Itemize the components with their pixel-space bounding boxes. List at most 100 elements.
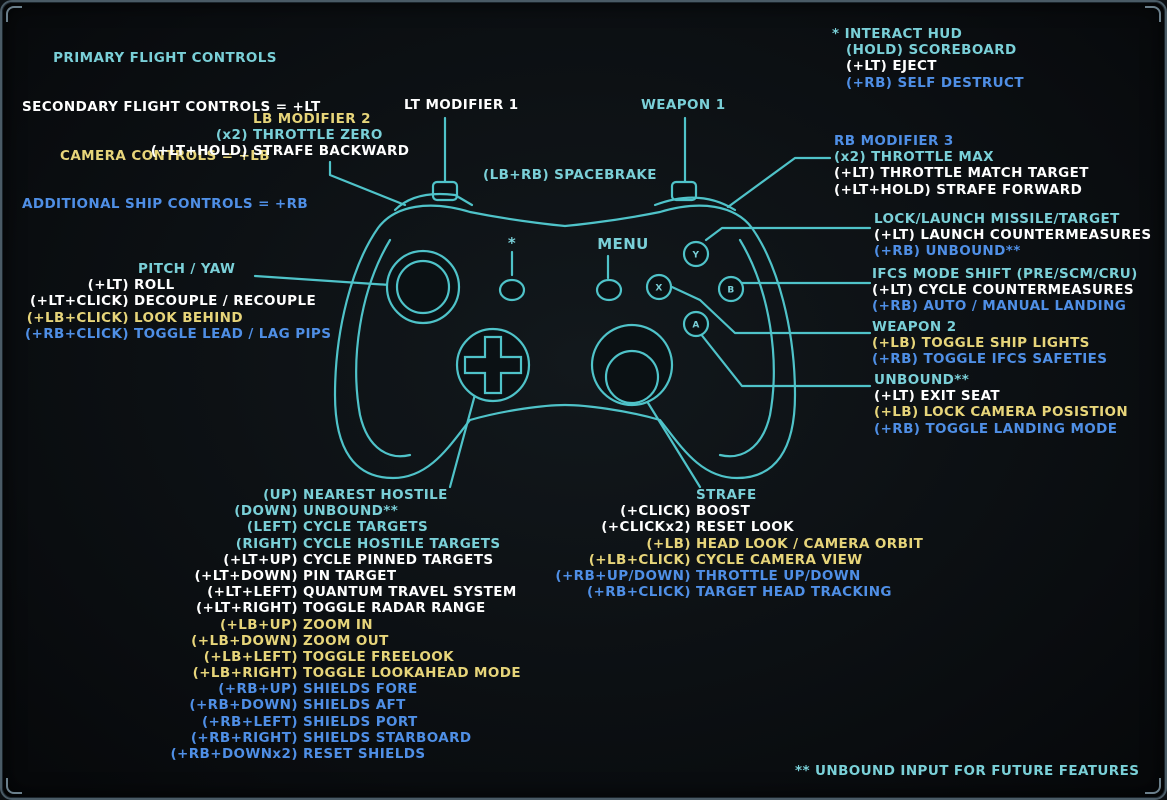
- b-button-line: IFCS MODE SHIFT (PRE/SCM/CRU): [872, 266, 1138, 282]
- a-button-line: (+LT) EXIT SEAT: [874, 388, 1128, 404]
- binding-action: BOOST: [696, 503, 751, 520]
- binding-modifier: (x2): [834, 149, 872, 166]
- rb-line: RB MODIFIER 3: [834, 133, 1089, 149]
- binding-action: PIN TARGET: [303, 567, 397, 584]
- binding-modifier: (+LT): [834, 165, 881, 182]
- binding-modifier: (+LT): [872, 282, 919, 299]
- dpad-line: (+RB+DOWN) SHIELDS AFT: [150, 697, 520, 713]
- frame-corner-bottom-right: [1145, 778, 1161, 794]
- binding-modifier: (+RB+UP/DOWN): [555, 567, 696, 584]
- binding-modifier: (HOLD): [846, 42, 909, 59]
- lt-trigger: [431, 180, 459, 202]
- rb-modifier-block: RB MODIFIER 3(x2) THROTTLE MAX(+LT) THRO…: [834, 133, 1089, 198]
- binding-modifier: (+LB+CLICK): [588, 551, 696, 568]
- right-stick-block: STRAFE(+CLICK) BOOST(+CLICKx2) RESET LOO…: [555, 487, 960, 600]
- dpad-line: (+RB+UP) SHIELDS FORE: [150, 681, 520, 697]
- x-button: [645, 273, 673, 301]
- binding-modifier: (+CLICK): [620, 503, 696, 520]
- binding-modifier: *: [832, 26, 845, 42]
- dpad-block: (UP) NEAREST HOSTILE(DOWN) UNBOUND**(LEF…: [150, 487, 520, 762]
- binding-modifier: (+LT): [874, 388, 921, 405]
- dpad-line: (RIGHT) CYCLE HOSTILE TARGETS: [150, 536, 520, 552]
- binding-modifier: (+RB+LEFT): [201, 713, 303, 730]
- binding-action: TOGGLE LOOKAHEAD MODE: [303, 665, 521, 682]
- binding-modifier: (+LT+HOLD): [834, 181, 937, 198]
- binding-action: SHIELDS AFT: [303, 697, 406, 714]
- binding-modifier: (+LT): [846, 58, 893, 75]
- rb-line: (+LT+HOLD) STRAFE FORWARD: [834, 182, 1089, 198]
- binding-action: ROLL: [134, 277, 175, 294]
- interact-line: (HOLD) SCOREBOARD: [832, 42, 1024, 58]
- interact-line: (+RB) SELF DESTRUCT: [832, 75, 1024, 91]
- right-stick-line: STRAFE: [560, 487, 960, 503]
- left-stick-line: PITCH / YAW: [22, 261, 332, 277]
- body-contour-left: [355, 238, 412, 458]
- binding-modifier: (+RB): [846, 74, 898, 91]
- binding-modifier: (+CLICKx2): [601, 519, 696, 536]
- dpad-line: (+LB+LEFT) TOGGLE FREELOOK: [150, 649, 520, 665]
- dpad-line: (+LT+DOWN) PIN TARGET: [150, 568, 520, 584]
- leader-rb: [726, 156, 832, 209]
- binding-modifier: (+RB): [874, 420, 926, 437]
- binding-modifier: (+RB): [872, 298, 924, 315]
- binding-modifier: (+LT): [874, 227, 921, 244]
- body-contour-right: [718, 238, 775, 458]
- dpad-line: (+LB+RIGHT) TOGGLE LOOKAHEAD MODE: [150, 665, 521, 682]
- view-button: [498, 278, 526, 302]
- binding-action: LB MODIFIER 2: [253, 111, 371, 127]
- legend-camera: CAMERA CONTROLS = +LB: [60, 147, 270, 164]
- binding-action: SCOREBOARD: [908, 42, 1017, 59]
- a-button-line: (+RB) TOGGLE LANDING MODE: [874, 421, 1128, 437]
- binding-action: ZOOM IN: [303, 616, 373, 633]
- left-stick-line: (+LT) ROLL: [22, 277, 332, 293]
- legend-additional: ADDITIONAL SHIP CONTROLS = +RB: [22, 196, 309, 213]
- binding-action: TOGGLE RADAR RANGE: [303, 600, 486, 617]
- binding-action: TOGGLE FREELOOK: [303, 648, 454, 665]
- binding-modifier: (+RB+CLICK): [24, 325, 134, 342]
- binding-action: THROTTLE MATCH TARGET: [880, 165, 1089, 182]
- binding-modifier: (+RB): [872, 351, 924, 368]
- x-button-line: (+RB) TOGGLE IFCS SAFETIES: [872, 351, 1107, 367]
- binding-modifier: (RIGHT): [235, 535, 303, 552]
- rb-line: (+LT) THROTTLE MATCH TARGET: [834, 165, 1089, 181]
- binding-modifier: (+LB+CLICK): [26, 309, 134, 326]
- binding-action: RESET LOOK: [696, 519, 795, 536]
- binding-modifier: (+LB+RIGHT): [192, 665, 303, 682]
- dpad-line: (+LB+UP) ZOOM IN: [150, 617, 520, 633]
- binding-modifier: (x2): [215, 127, 253, 144]
- left-stick-line: (+LT+CLICK) DECOUPLE / RECOUPLE: [22, 293, 332, 309]
- binding-action: CYCLE TARGETS: [303, 519, 429, 536]
- binding-action: UNBOUND**: [303, 503, 399, 520]
- binding-modifier: (+LT+DOWN): [194, 567, 303, 584]
- legend-secondary: SECONDARY FLIGHT CONTROLS = +LT: [22, 99, 321, 115]
- binding-action: CYCLE HOSTILE TARGETS: [303, 535, 501, 552]
- binding-action: STRAFE: [696, 487, 757, 503]
- binding-action: EJECT: [892, 58, 937, 75]
- x-button-block: WEAPON 2(+LB) TOGGLE SHIP LIGHTS(+RB) TO…: [872, 319, 1107, 368]
- color-legend: PRIMARY FLIGHT CONTROLS SECONDARY FLIGHT…: [22, 18, 321, 229]
- menu-label: MENU: [597, 235, 649, 253]
- leader-x: [670, 285, 872, 335]
- binding-modifier: (+RB+DOWNx2): [170, 746, 303, 762]
- binding-action: STRAFE BACKWARD: [253, 143, 410, 160]
- rb-bumper: [653, 196, 737, 212]
- a-button: [682, 310, 710, 338]
- binding-action: CYCLE PINNED TARGETS: [303, 551, 494, 568]
- binding-action: LOOK BEHIND: [134, 309, 243, 326]
- binding-modifier: (+LT+CLICK): [30, 293, 134, 310]
- binding-modifier: (LEFT): [246, 519, 303, 536]
- binding-action: EXIT SEAT: [920, 388, 1001, 405]
- binding-modifier: (+RB+DOWN): [189, 697, 303, 714]
- binding-modifier: (+LB+DOWN): [191, 632, 303, 649]
- binding-action: CYCLE CAMERA VIEW: [696, 551, 863, 568]
- binding-action: RESET SHIELDS: [303, 746, 426, 762]
- lb-line: LB MODIFIER 2: [150, 111, 400, 127]
- binding-action: TOGGLE IFCS SAFETIES: [923, 351, 1108, 368]
- y-button-line: LOCK/LAUNCH MISSILE/TARGET: [874, 211, 1152, 227]
- dpad-line: (LEFT) CYCLE TARGETS: [150, 519, 520, 535]
- lb-line: (x2) THROTTLE ZERO: [150, 127, 400, 143]
- lb-modifier-block: LB MODIFIER 2(x2) THROTTLE ZERO(+LT+HOLD…: [150, 111, 409, 160]
- rt-trigger: [670, 180, 698, 202]
